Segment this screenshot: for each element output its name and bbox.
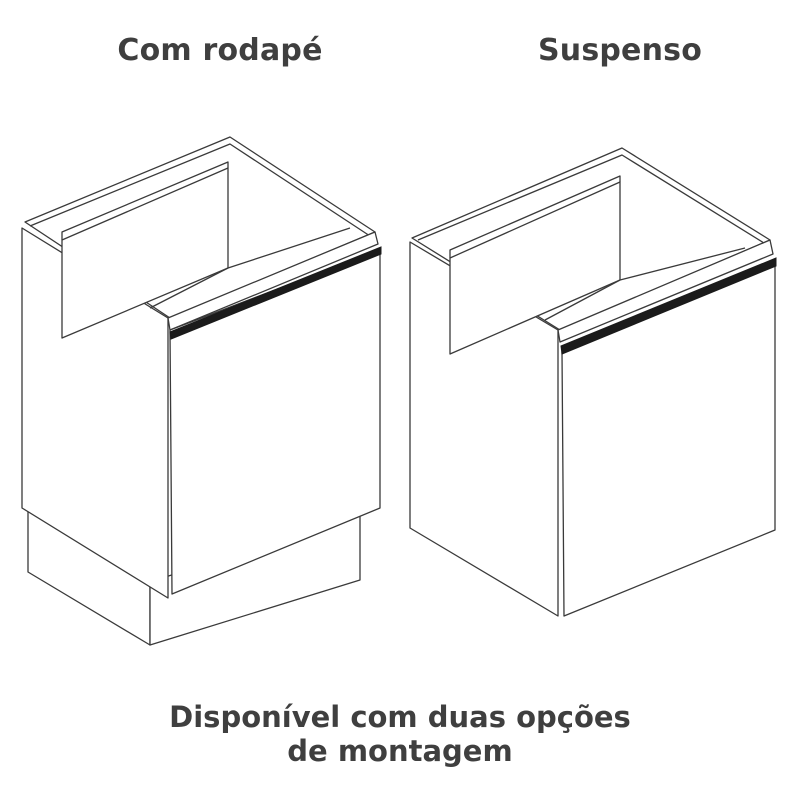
inner-rim-2 — [61, 161, 229, 240]
inner-rim-right — [417, 154, 765, 244]
cabinet-with-plinth-drawing — [21, 136, 382, 646]
top-rail — [167, 231, 379, 331]
caption: Disponível com duas opções de montagem — [0, 700, 800, 768]
top-rail-right — [557, 239, 774, 343]
inner-floor — [149, 227, 351, 309]
inner-rim-right-2 — [449, 175, 621, 258]
cabinet-suspended-drawing — [409, 147, 777, 617]
title-suspenso: Suspenso — [537, 33, 703, 68]
inner-floor-right — [544, 247, 746, 321]
door-handle — [169, 246, 382, 340]
door-handle-right — [560, 257, 777, 355]
caption-line-2: de montagem — [287, 734, 513, 768]
caption-line-1: Disponível com duas opções — [169, 700, 631, 734]
title-com-rodape: Com rodapé — [117, 33, 323, 68]
inner-rim — [29, 143, 371, 237]
